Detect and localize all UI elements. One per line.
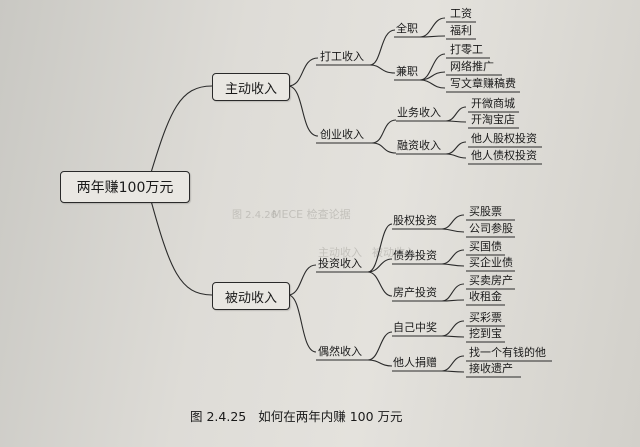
leaf-item: 网络推广 bbox=[450, 60, 494, 73]
leaf-item: 挖到宝 bbox=[469, 327, 502, 340]
leaf-item: 买卖房产 bbox=[469, 274, 513, 287]
node-startup-income: 创业收入 bbox=[320, 128, 364, 141]
node-active-income: 主动收入 bbox=[212, 73, 290, 101]
leaf-item: 接收遗产 bbox=[469, 362, 513, 375]
node-windfall-income: 偶然收入 bbox=[318, 345, 362, 358]
leaf-item: 公司参股 bbox=[469, 222, 513, 235]
node-financing-income: 融资收入 bbox=[397, 139, 441, 152]
leaf-item: 开微商城 bbox=[471, 97, 515, 110]
node-passive-income: 被动收入 bbox=[212, 282, 290, 310]
node-equity-invest: 股权投资 bbox=[393, 214, 437, 227]
node-bond-invest: 债券投资 bbox=[393, 249, 437, 262]
leaf-item: 他人股权投资 bbox=[471, 132, 537, 145]
leaf-item: 福利 bbox=[450, 24, 472, 37]
leaf-item: 买企业债 bbox=[469, 256, 513, 269]
leaf-item: 找一个有钱的他 bbox=[469, 346, 546, 359]
node-fulltime: 全职 bbox=[396, 22, 418, 35]
figure-caption: 图 2.4.25 如何在两年内赚 100 万元 bbox=[190, 406, 403, 425]
node-lottery-win: 自己中奖 bbox=[393, 321, 437, 334]
leaf-item: 收租金 bbox=[469, 290, 502, 303]
node-work-income: 打工收入 bbox=[320, 50, 364, 63]
figure-title: 如何在两年内赚 100 万元 bbox=[258, 409, 403, 424]
leaf-item: 买国债 bbox=[469, 240, 502, 253]
figure-number: 图 2.4.25 bbox=[190, 409, 247, 424]
node-business-income: 业务收入 bbox=[397, 106, 441, 119]
root-label: 两年赚100万元 bbox=[76, 180, 174, 196]
node-invest-income: 投资收入 bbox=[318, 257, 362, 270]
leaf-item: 工资 bbox=[450, 7, 472, 20]
leaf-item: 买股票 bbox=[469, 205, 502, 218]
root-node: 两年赚100万元 bbox=[60, 171, 190, 203]
node-gift: 他人捐赠 bbox=[393, 356, 437, 369]
leaf-item: 他人债权投资 bbox=[471, 149, 537, 162]
leaf-item: 开淘宝店 bbox=[471, 113, 515, 126]
node-label: 被动收入 bbox=[224, 290, 277, 306]
leaf-item: 写文章赚稿费 bbox=[450, 77, 516, 90]
leaf-item: 买彩票 bbox=[469, 311, 502, 324]
node-property-invest: 房产投资 bbox=[393, 286, 437, 299]
leaf-item: 打零工 bbox=[450, 43, 483, 56]
node-label: 主动收入 bbox=[224, 81, 277, 97]
node-parttime: 兼职 bbox=[396, 65, 418, 78]
